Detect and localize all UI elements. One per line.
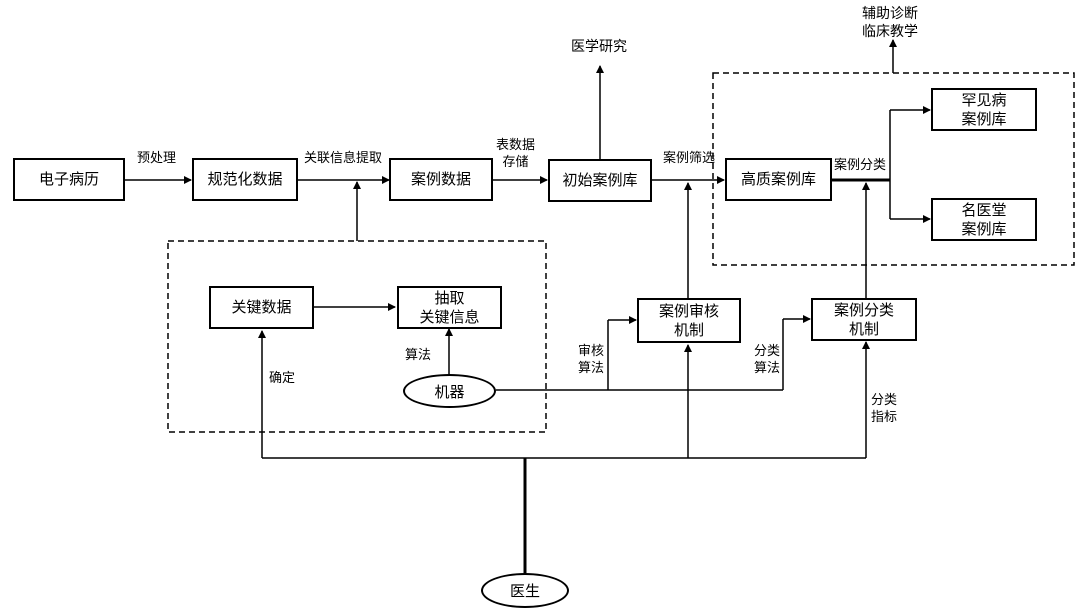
extract-key-info-box: 抽取关键信息 [397,286,502,329]
applications-line2: 临床教学 [862,24,918,41]
label-algorithm: 算法 [405,348,432,363]
table-store-line1: 表数据 [496,138,536,153]
classify-line1: 案例分类 [833,300,894,319]
label-case-screening: 案例筛选 [663,151,716,166]
extract-line1: 抽取 [434,288,465,307]
rare-lib-line2: 案例库 [961,109,1007,128]
rare-lib-line1: 罕见病 [961,90,1007,109]
case-classification-mechanism-box: 案例分类机制 [811,298,917,341]
case-review-mechanism-box: 案例审核机制 [637,298,741,343]
review-algo-line2: 算法 [578,360,605,376]
label-review-algorithm: 审核 算法 [578,344,604,378]
label-table-store: 表数据 存储 [496,138,535,172]
classify-line2: 机制 [848,319,879,338]
case-data-box: 案例数据 [389,158,493,201]
review-algo-line1: 审核 [578,344,605,359]
review-line2: 机制 [673,320,704,339]
label-medical-research: 医学研究 [571,39,627,55]
label-classify-algorithm: 分类 算法 [754,344,780,378]
extract-line2: 关键信息 [419,307,480,326]
quality-case-library-box: 高质案例库 [725,158,832,201]
applications-line1: 辅助诊断 [862,6,918,22]
label-classify-index: 分类 指标 [871,393,897,427]
doctor-ellipse: 医生 [481,573,569,608]
classify-index-line2: 指标 [871,409,898,425]
normalized-data-box: 规范化数据 [192,158,298,201]
key-data-box: 关键数据 [209,286,314,329]
famous-doctor-library-box: 名医堂案例库 [931,198,1037,241]
classify-algo-line1: 分类 [754,344,781,359]
dashed-group-extraction [167,240,547,433]
review-line1: 案例审核 [658,301,719,320]
famous-lib-line1: 名医堂 [961,200,1007,219]
classify-index-line1: 分类 [871,393,898,408]
label-assoc-extract: 关联信息提取 [304,151,383,166]
rare-disease-library-box: 罕见病案例库 [931,88,1037,131]
label-case-classification: 案例分类 [834,158,887,173]
table-store-line2: 存储 [502,154,529,170]
famous-lib-line2: 案例库 [961,219,1007,238]
label-preprocess: 预处理 [137,151,177,166]
label-confirm: 确定 [269,371,296,386]
initial-case-library-box: 初始案例库 [548,159,652,202]
classify-algo-line2: 算法 [754,360,781,376]
emr-box: 电子病历 [13,158,125,201]
machine-ellipse: 机器 [403,374,496,408]
label-applications: 辅助诊断 临床教学 [862,5,918,41]
